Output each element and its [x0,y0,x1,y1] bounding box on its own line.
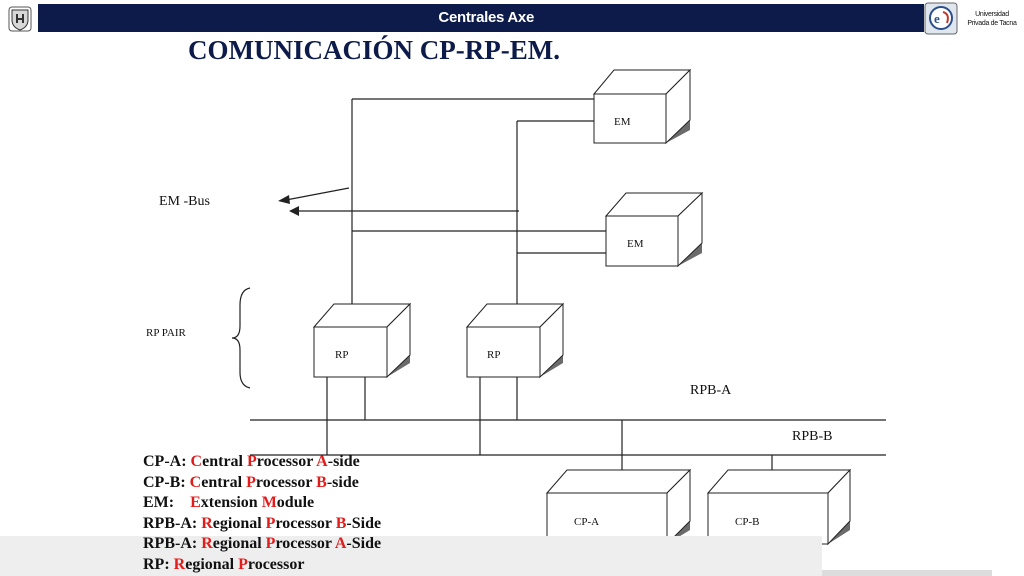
cpa-label: CP-A [574,516,600,528]
rpb-b-label: RPB-B [792,429,833,444]
em2-label: EM [627,238,644,250]
em1-label: EM [614,116,631,128]
rp-pair-label: RP PAIR [146,327,186,339]
university-name: Universidad Privada de Tacna [962,10,1022,28]
header-title: Centrales Axe [438,9,534,26]
em-bus-arrow-1 [285,187,350,201]
box-rp1 [312,302,412,379]
box-em2 [604,191,704,268]
legend-item: RP: Regional Processor [143,555,305,573]
legend-item: EM: Extension Module [143,494,315,512]
university-name-line2: Privada de Tacna [967,20,1017,27]
box-cpb [706,468,852,546]
legend-item: CP-B: Central Processor B-side [143,473,359,491]
box-em1 [592,68,692,145]
university-crest-icon [8,6,32,32]
legend-item: CP-A: Central Processor A-side [143,453,360,470]
em-bus-arrowhead-1 [278,195,290,204]
university-logo-icon: e [924,2,958,35]
footer-strip [822,570,992,576]
box-cpa [545,468,692,546]
box-rp2 [465,302,565,379]
svg-text:e: e [934,11,940,26]
legend: CP-A: Central Processor A-side CP-B: Cen… [143,452,381,576]
cpb-label: CP-B [735,516,760,528]
rp-pair-brace [231,287,251,389]
em-bus-arrowhead-2 [289,206,299,216]
page-title: COMUNICACIÓN CP-RP-EM. [188,35,560,65]
rp1-label: RP [335,349,349,361]
university-name-line1: Universidad [975,11,1009,18]
footer-band [0,536,822,576]
header-bar: Centrales Axe [38,4,924,32]
rpb-a-label: RPB-A [690,383,732,398]
legend-item: RPB-A: Regional Processor B-Side [143,514,382,532]
legend-item: RPB-A: Regional Processor A-Side [143,535,382,553]
university-logo: e [924,2,1024,36]
em-bus-label: EM -Bus [159,194,210,209]
rp2-label: RP [487,349,501,361]
